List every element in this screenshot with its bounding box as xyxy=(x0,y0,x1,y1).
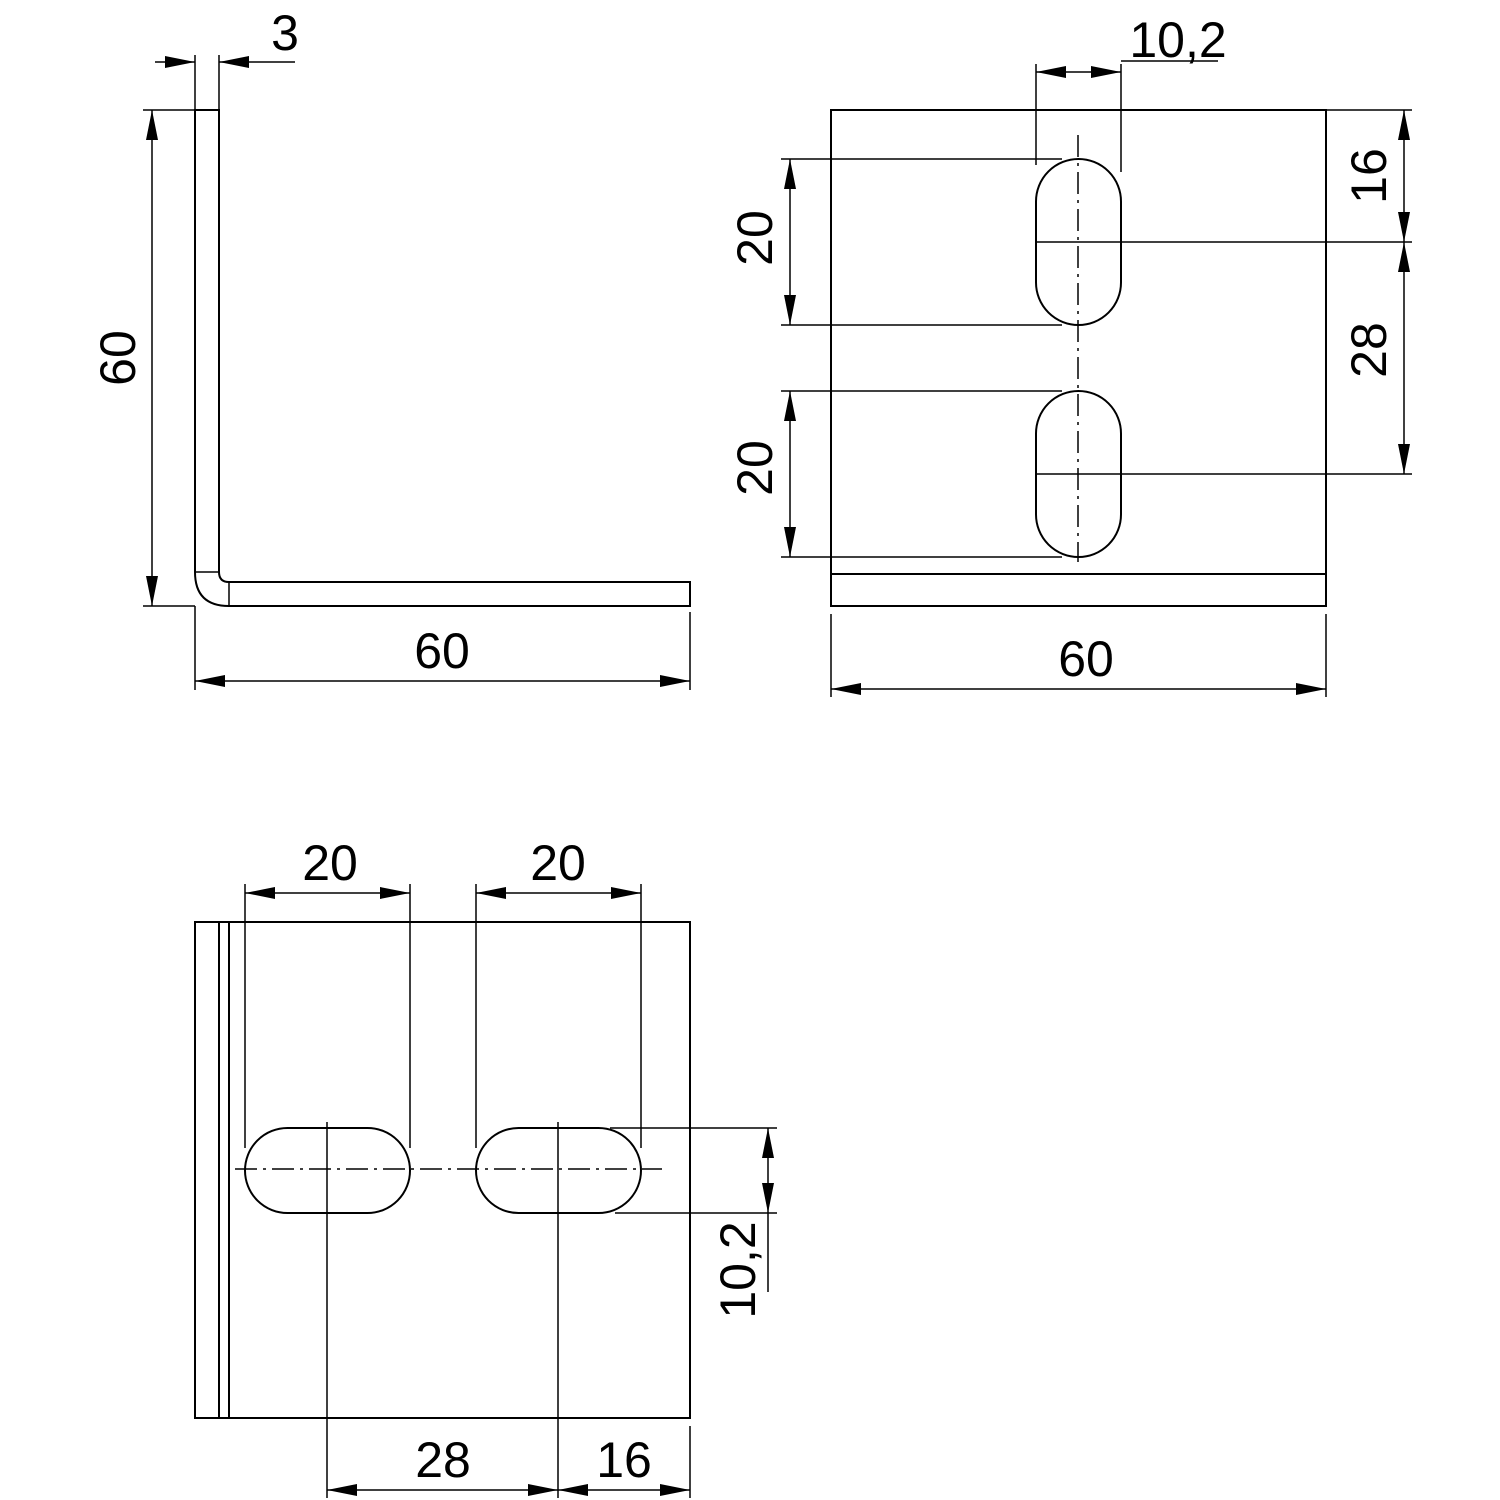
thickness-label: 3 xyxy=(271,5,299,61)
slot-length-dimensions: 20 20 xyxy=(727,158,1062,558)
thickness-dimension: 3 xyxy=(155,5,299,110)
front-slot-width-label: 10,2 xyxy=(1129,12,1226,68)
width-dimension: 60 xyxy=(194,606,691,690)
width-label: 60 xyxy=(414,623,470,679)
side-view: 3 60 60 xyxy=(90,5,691,690)
front-plate-outline xyxy=(830,109,1327,607)
bottom-slot-width-label: 10,2 xyxy=(710,1221,766,1318)
height-dimension: 60 xyxy=(90,109,195,607)
bottom-slot-length-dimensions: 20 20 xyxy=(244,835,642,1148)
upper-slot-length-label: 20 xyxy=(727,210,783,266)
bottom-view: 20 20 10,2 28 16 xyxy=(194,835,777,1498)
bottom-plate-outline xyxy=(194,921,691,1419)
right-slot-length-label: 20 xyxy=(530,835,586,891)
bottom-edge-offset-label: 16 xyxy=(596,1432,652,1488)
slot-spacing-label: 28 xyxy=(1341,322,1397,378)
bottom-position-dimensions: 28 16 xyxy=(326,1122,691,1498)
front-width-label: 60 xyxy=(1058,631,1114,687)
l-profile-outline xyxy=(194,109,691,607)
slot-width-dimension: 10,2 xyxy=(1035,12,1227,172)
bottom-slot-spacing-label: 28 xyxy=(415,1432,471,1488)
bottom-slot-width-dimension: 10,2 xyxy=(610,1127,777,1319)
left-slot-length-label: 20 xyxy=(302,835,358,891)
front-view: 10,2 16 28 20 20 60 xyxy=(727,12,1412,697)
height-label: 60 xyxy=(90,330,146,386)
top-offset-label: 16 xyxy=(1341,148,1397,204)
slot-position-dimensions: 16 28 xyxy=(1036,109,1412,475)
lower-slot-length-label: 20 xyxy=(727,440,783,496)
front-width-dimension: 60 xyxy=(830,614,1327,697)
